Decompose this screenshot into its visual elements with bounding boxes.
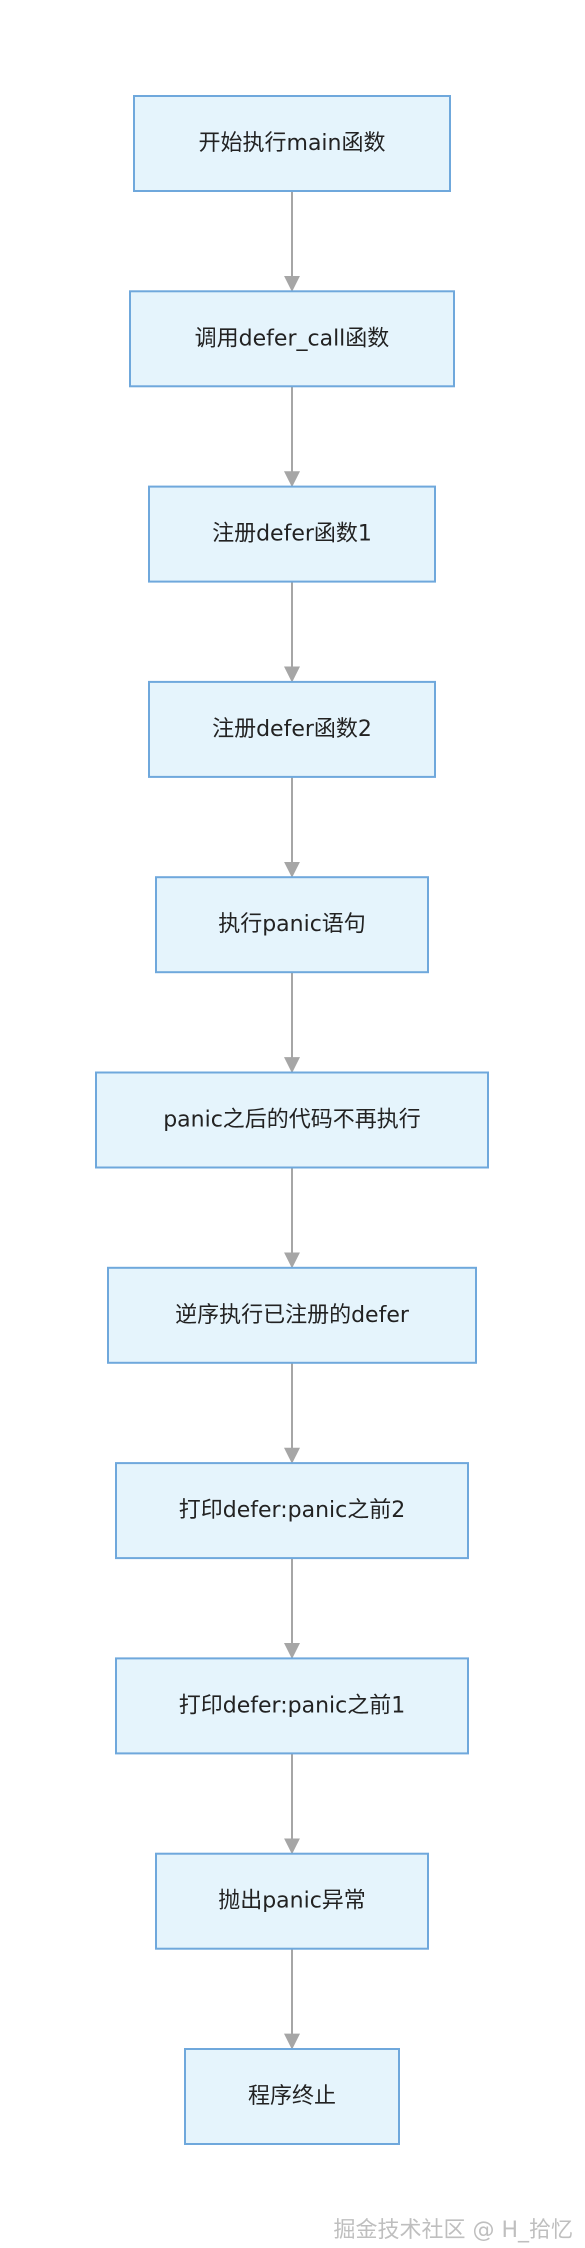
flow-node-box [155, 876, 429, 974]
flow-node-box [155, 1852, 429, 1950]
flow-node-label: 打印defer:panic之前1 [179, 1693, 405, 1718]
flow-node-box [148, 485, 436, 583]
flow-node-label: 执行panic语句 [218, 912, 366, 937]
flow-node-label: 开始执行main函数 [199, 131, 386, 156]
flow-node: 开始执行main函数 [133, 95, 451, 192]
flow-node-label: 注册defer函数1 [212, 522, 372, 547]
flow-node-label: 注册defer函数2 [212, 717, 372, 742]
flow-node-label: 调用defer_call函数 [195, 326, 390, 351]
flow-node-box [184, 2048, 400, 2145]
flow-node-box [148, 680, 436, 778]
watermark: 掘金技术社区 @ H_拾忆 [333, 2218, 573, 2243]
flow-node-box [115, 1657, 469, 1755]
flow-node-box [95, 1071, 489, 1169]
flow-node-label: panic之后的代码不再执行 [163, 1108, 421, 1133]
flow-node: 抛出panic异常 [155, 1852, 429, 1950]
flow-node: 执行panic语句 [155, 876, 429, 974]
flow-node-label: 逆序执行已注册的defer [175, 1303, 410, 1328]
flow-node-label: 程序终止 [248, 2084, 336, 2109]
flow-node: 调用defer_call函数 [129, 290, 455, 388]
flow-node: panic之后的代码不再执行 [95, 1071, 489, 1169]
flow-node: 打印defer:panic之前1 [115, 1657, 469, 1755]
flow-node: 注册defer函数1 [148, 485, 436, 583]
flow-node: 程序终止 [184, 2048, 400, 2145]
flow-node-box [129, 290, 455, 388]
flow-node: 注册defer函数2 [148, 680, 436, 778]
flow-node: 打印defer:panic之前2 [115, 1462, 469, 1560]
flow-node-box [115, 1462, 469, 1560]
flow-node: 逆序执行已注册的defer [107, 1266, 477, 1364]
flow-node-box [107, 1266, 477, 1364]
flow-node-label: 抛出panic异常 [218, 1889, 366, 1914]
flow-node-box [133, 95, 451, 192]
flow-node-label: 打印defer:panic之前2 [179, 1498, 405, 1523]
